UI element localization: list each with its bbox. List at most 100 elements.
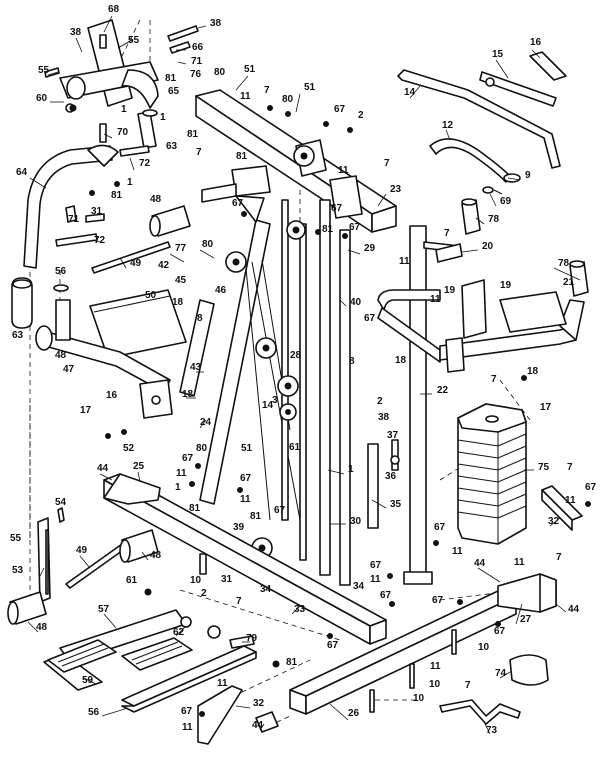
part-label: 7 (444, 228, 450, 239)
part-label: 37 (387, 430, 399, 441)
part-label: 55 (38, 65, 50, 76)
part-label: 11 (338, 165, 349, 176)
part-label: 51 (241, 443, 253, 454)
part-label: 11 (514, 557, 525, 568)
part-label: 71 (68, 214, 80, 225)
part-label: 81 (286, 657, 298, 668)
part-label: 44 (97, 463, 109, 474)
part-label: 67 (585, 482, 597, 493)
lower-bars (390, 439, 400, 471)
part-label: 7 (236, 596, 242, 607)
part-label: 20 (482, 241, 494, 252)
part-label: 81 (236, 151, 248, 162)
part-label: 17 (80, 405, 92, 416)
part-label: 76 (190, 69, 202, 80)
part-label: 38 (210, 18, 222, 29)
part-label: 7 (491, 374, 497, 385)
part-label: 32 (548, 516, 560, 527)
part-label: 54 (55, 497, 67, 508)
part-label: 63 (166, 141, 178, 152)
part-label: 67 (232, 198, 244, 209)
part-label: 52 (123, 443, 135, 454)
part-label: 38 (70, 27, 82, 38)
part-label: 11 (240, 494, 251, 505)
part-label: 62 (173, 627, 185, 638)
part-label: 21 (563, 277, 575, 288)
part-label: 12 (442, 120, 454, 131)
hardware-dots (69, 104, 591, 717)
part-label: 11 (565, 495, 576, 506)
part-label: 49 (76, 545, 88, 556)
part-label: 56 (88, 707, 100, 718)
part-label: 33 (294, 604, 306, 615)
cable-handle (439, 654, 549, 725)
part-label: 19 (500, 280, 512, 291)
part-label: 46 (215, 285, 227, 296)
part-label: 55 (128, 35, 140, 46)
part-label: 48 (150, 194, 162, 205)
part-label: 71 (191, 56, 203, 67)
part-label: 30 (350, 516, 362, 527)
part-label: 61 (126, 575, 138, 586)
part-label: 66 (192, 42, 204, 53)
part-label: 25 (133, 461, 145, 472)
part-label: 78 (488, 214, 500, 225)
part-label: 67 (182, 453, 194, 464)
lat-bar (397, 51, 567, 169)
foam-pad-left (11, 277, 33, 329)
part-label: 67 (380, 590, 392, 601)
part-label: 24 (200, 417, 212, 428)
part-label: 81 (189, 503, 201, 514)
leg-curl-arm-assembly (44, 19, 199, 113)
part-label: 67 (494, 626, 506, 637)
part-label: 23 (390, 184, 402, 195)
part-label: 18 (395, 355, 407, 366)
part-label: 48 (150, 550, 162, 561)
part-label: 26 (348, 708, 360, 719)
leader-lines (27, 15, 581, 735)
part-label: 18 (527, 366, 539, 377)
part-label: 80 (202, 239, 214, 250)
part-label: 28 (290, 350, 302, 361)
part-label: 44 (474, 558, 486, 569)
part-label: 29 (364, 243, 376, 254)
part-label: 19 (444, 285, 456, 296)
part-label: 80 (196, 443, 208, 454)
part-label: 11 (217, 678, 228, 689)
part-label: 51 (244, 64, 256, 75)
part-label: 42 (158, 260, 170, 271)
part-label: 2 (201, 588, 207, 599)
part-label: 59 (82, 675, 94, 686)
part-label: 10 (413, 693, 425, 704)
part-label: 67 (364, 313, 376, 324)
part-label: 51 (304, 82, 316, 93)
part-label: 81 (322, 224, 334, 235)
part-label: 16 (530, 37, 542, 48)
part-label: 15 (492, 49, 504, 60)
part-label: 81 (187, 129, 199, 140)
part-label: 45 (175, 275, 187, 286)
part-label: 32 (253, 698, 265, 709)
part-label: 7 (196, 147, 202, 158)
part-label: 36 (385, 471, 397, 482)
weight-stack (457, 403, 527, 545)
part-label: 67 (334, 104, 346, 115)
part-label: 69 (500, 196, 512, 207)
part-label: 11 (430, 661, 441, 672)
part-label: 14 (262, 400, 274, 411)
part-label: 11 (370, 574, 381, 585)
part-label: 2 (377, 396, 383, 407)
upper-roller-pad (91, 205, 191, 274)
part-label: 34 (353, 581, 365, 592)
part-label: 8 (349, 356, 355, 367)
part-label: 67 (432, 595, 444, 606)
part-label: 10 (478, 642, 490, 653)
part-label: 11 (176, 468, 187, 479)
part-label: 31 (91, 206, 103, 217)
part-label: 49 (130, 258, 142, 269)
part-label: 22 (437, 385, 449, 396)
upper-pad-roller (99, 109, 158, 157)
